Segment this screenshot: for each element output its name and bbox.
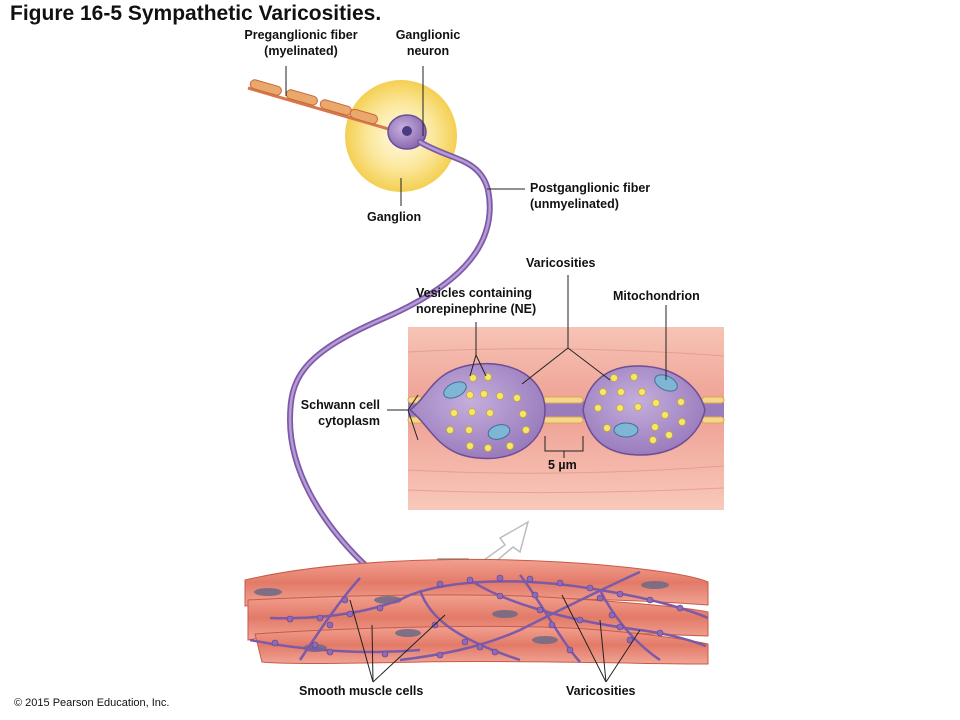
label-postganglionic-line2: (unmyelinated) bbox=[530, 197, 619, 211]
varicosity-1 bbox=[408, 363, 546, 460]
label-ganglionic-neuron: Ganglionic neuron bbox=[378, 27, 478, 59]
label-vesicles: Vesicles containing norepinephrine (NE) bbox=[416, 285, 536, 317]
label-ganglionic-line2: neuron bbox=[406, 44, 450, 58]
label-postganglionic-line1: Postganglionic fiber bbox=[530, 181, 651, 195]
leader-lines-top bbox=[285, 66, 525, 206]
copyright-notice: © 2015 Pearson Education, Inc. bbox=[14, 697, 170, 709]
leader-lines-inset bbox=[387, 275, 667, 458]
varicosity-2 bbox=[582, 365, 706, 456]
label-preganglionic-line2: (myelinated) bbox=[264, 44, 338, 58]
label-smooth-muscle-cells: Smooth muscle cells bbox=[299, 684, 424, 698]
mitochondrion-icon bbox=[443, 381, 511, 440]
label-varicosities-top: Varicosities bbox=[526, 256, 596, 270]
label-mitochondrion: Mitochondrion bbox=[613, 289, 700, 303]
label-scale-bar: 5 µm bbox=[548, 458, 577, 472]
label-varicosities-bottom: Varicosities bbox=[566, 684, 636, 698]
label-preganglionic-line1: Preganglionic fiber bbox=[244, 28, 358, 42]
label-ganglion: Ganglion bbox=[367, 210, 422, 224]
figure-title: Figure 16-5 Sympathetic Varicosities. bbox=[10, 2, 382, 25]
label-schwann-line1: Schwann cell bbox=[300, 398, 380, 412]
label-vesicles-line1: Vesicles containing bbox=[416, 286, 533, 300]
mitochondrion-icon bbox=[613, 374, 678, 438]
label-vesicles-line2: norepinephrine (NE) bbox=[416, 302, 537, 316]
label-ganglionic-line1: Ganglionic bbox=[395, 28, 461, 42]
label-schwann-cell: Schwann cell cytoplasm bbox=[270, 397, 380, 429]
label-postganglionic-fiber: Postganglionic fiber (unmyelinated) bbox=[530, 180, 650, 212]
neuron-nucleus bbox=[402, 126, 412, 136]
preganglionic-fiber bbox=[247, 79, 393, 132]
label-preganglionic-fiber: Preganglionic fiber (myelinated) bbox=[227, 27, 375, 59]
label-schwann-line2: cytoplasm bbox=[318, 414, 380, 428]
leader-lines-bottom bbox=[349, 594, 641, 683]
